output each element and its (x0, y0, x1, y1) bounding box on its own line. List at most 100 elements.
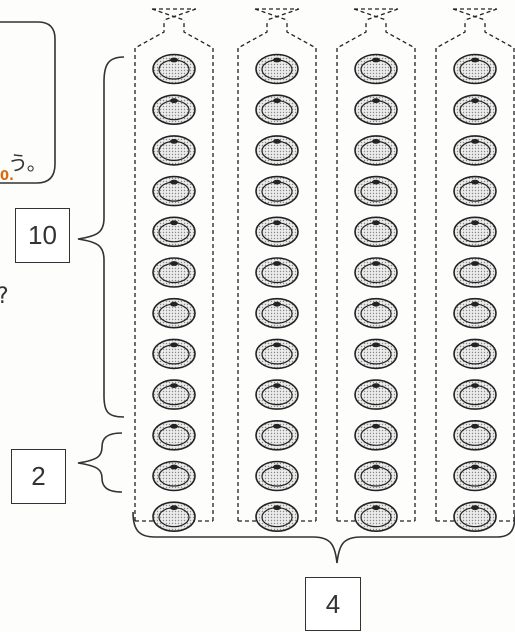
item-stem-dot (471, 424, 479, 429)
item-stem-dot (471, 383, 479, 388)
column-item (153, 95, 195, 124)
item-stem-dot (471, 139, 479, 144)
item-stem-dot (471, 505, 479, 510)
column-item (256, 421, 298, 450)
item-stem-dot (372, 98, 380, 103)
item-stem-dot (273, 58, 281, 63)
item-stem-dot (372, 220, 380, 225)
item-stem-dot (170, 302, 178, 307)
column-item (153, 177, 195, 206)
column-item (454, 95, 496, 124)
column-item (355, 177, 397, 206)
item-stem-dot (170, 465, 178, 470)
column-item (256, 339, 298, 368)
column-item (153, 55, 195, 84)
column-item (153, 339, 195, 368)
item-stem-dot (273, 261, 281, 266)
speech-bubble-accent-text: 0. (0, 170, 14, 183)
item-stem-dot (372, 343, 380, 348)
column-item (256, 55, 298, 84)
item-stem-dot (170, 424, 178, 429)
item-stem-dot (471, 58, 479, 63)
item-stem-dot (170, 505, 178, 510)
side-question-mark: ? (0, 286, 9, 308)
item-stem-dot (273, 465, 281, 470)
item-stem-dot (471, 180, 479, 185)
item-stem-dot (170, 220, 178, 225)
item-stem-dot (170, 58, 178, 63)
item-stem-dot (273, 343, 281, 348)
upper-group-count-box: 10 (15, 208, 70, 263)
upper-group-brace (78, 57, 124, 417)
column-item (153, 136, 195, 165)
column-item (256, 380, 298, 409)
column-item (454, 299, 496, 328)
lower-group-brace (78, 433, 122, 492)
item-stem-dot (273, 383, 281, 388)
column-item (256, 462, 298, 491)
column-item (355, 55, 397, 84)
item-stem-dot (170, 383, 178, 388)
column-item (454, 502, 496, 531)
column-item (256, 502, 298, 531)
column-tie (453, 9, 497, 20)
item-stem-dot (372, 261, 380, 266)
column-item (153, 299, 195, 328)
item-stem-dot (170, 180, 178, 185)
column-item (153, 502, 195, 531)
item-stem-dot (273, 302, 281, 307)
column-item (355, 95, 397, 124)
item-stem-dot (372, 139, 380, 144)
column-item (256, 258, 298, 287)
column-item (355, 339, 397, 368)
item-stem-dot (170, 139, 178, 144)
column-item (355, 299, 397, 328)
column-item (355, 217, 397, 246)
column-item (454, 421, 496, 450)
column-item (256, 177, 298, 206)
item-stem-dot (372, 505, 380, 510)
column-item (454, 258, 496, 287)
item-stem-dot (273, 98, 281, 103)
column-item (454, 462, 496, 491)
column-tie (152, 9, 196, 20)
column-item (355, 462, 397, 491)
item-stem-dot (273, 139, 281, 144)
column-item (355, 421, 397, 450)
column-item (454, 339, 496, 368)
column-item (355, 380, 397, 409)
column-item (256, 299, 298, 328)
item-stem-dot (273, 505, 281, 510)
item-stem-dot (170, 98, 178, 103)
column-item (355, 502, 397, 531)
item-stem-dot (471, 343, 479, 348)
column-item (153, 258, 195, 287)
column-item (153, 462, 195, 491)
item-stem-dot (372, 424, 380, 429)
item-stem-dot (170, 261, 178, 266)
item-stem-dot (372, 302, 380, 307)
column-item (454, 380, 496, 409)
item-stem-dot (273, 424, 281, 429)
column-item (256, 217, 298, 246)
column-item (454, 55, 496, 84)
column-tie (354, 9, 398, 20)
column-item (153, 380, 195, 409)
item-stem-dot (372, 383, 380, 388)
item-stem-dot (372, 180, 380, 185)
column-tie (255, 9, 299, 20)
column-item (454, 136, 496, 165)
item-stem-dot (471, 302, 479, 307)
item-stem-dot (372, 465, 380, 470)
item-stem-dot (471, 465, 479, 470)
item-stem-dot (471, 220, 479, 225)
items-layer (153, 55, 496, 532)
column-item (256, 136, 298, 165)
item-stem-dot (471, 261, 479, 266)
item-stem-dot (372, 58, 380, 63)
column-count-box: 4 (305, 577, 361, 631)
column-item (454, 217, 496, 246)
item-stem-dot (273, 220, 281, 225)
column-item (355, 136, 397, 165)
